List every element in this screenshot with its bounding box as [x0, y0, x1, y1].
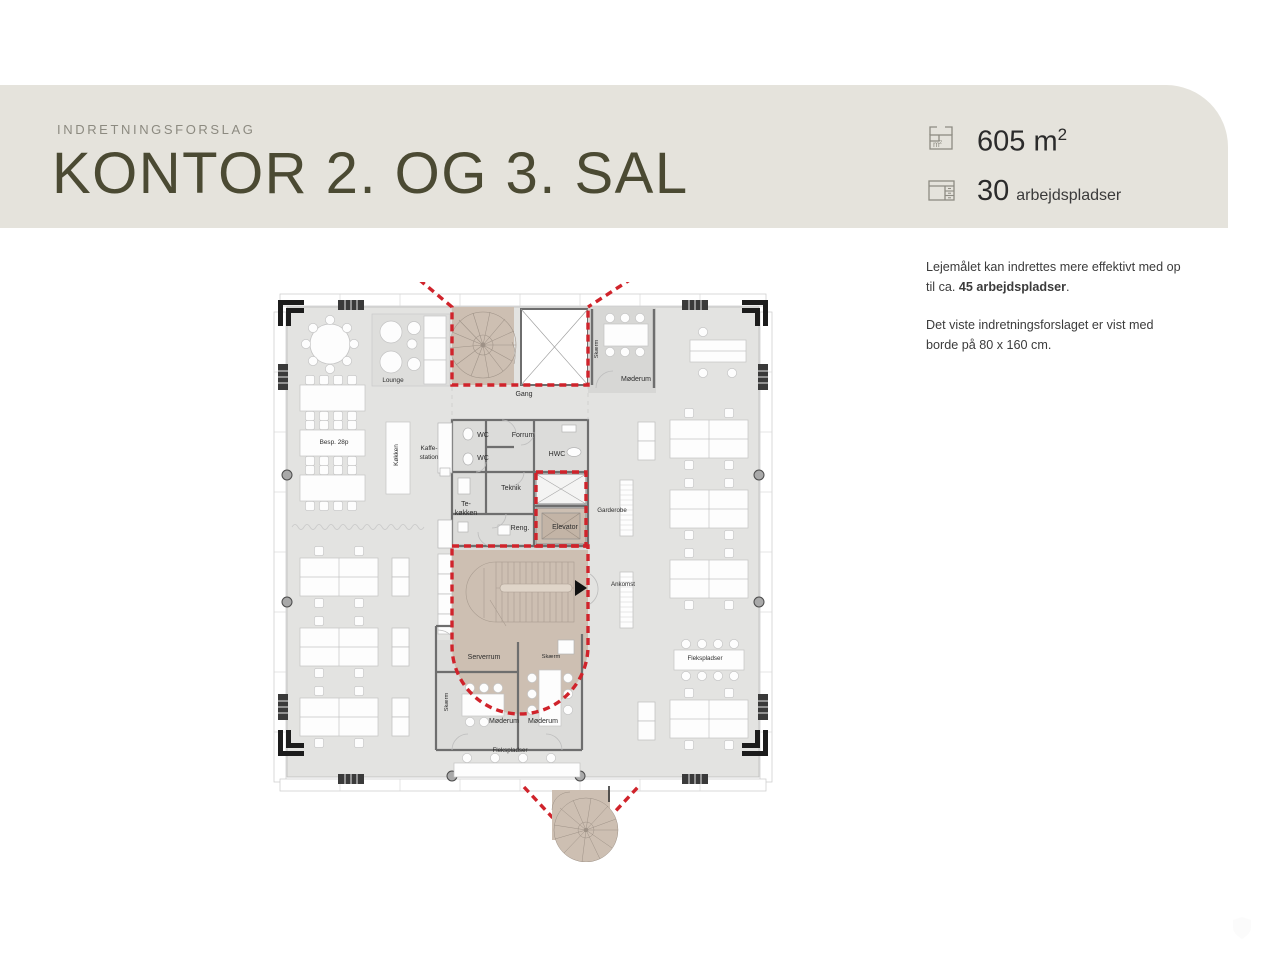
room-label-skaerm-left: Skærm	[444, 692, 450, 711]
stair-direction-arrow	[575, 580, 587, 596]
note-0-suffix: .	[1066, 279, 1070, 294]
notes-block: Lejemålet kan indrettes mere effektivt m…	[926, 258, 1181, 374]
note-1-prefix: Det viste indretningsforslaget er vist m…	[926, 318, 1154, 352]
metric-area-value: 605 m2	[977, 126, 1067, 157]
metric-seats-number: 30	[977, 174, 1010, 207]
garderobe-hatch	[620, 484, 633, 623]
room-label-moderum-top: Møderum	[621, 376, 651, 383]
metric-seats-value: 30 arbejdspladser	[977, 174, 1122, 207]
workstation-cluster-right-2	[669, 478, 749, 540]
escape-route[interactable]	[410, 282, 642, 819]
floor-area-icon: m 2	[925, 122, 963, 160]
moderum-br-furniture	[527, 669, 573, 727]
room-label-flekspladser-right: Flekspladser	[687, 655, 722, 662]
note-0-emphasis: 45 arbejdspladser	[958, 279, 1067, 294]
header-banner	[0, 85, 1228, 228]
room-label-te-kokken-line1: Te-	[461, 501, 471, 508]
room-label-forrum: Forrum	[512, 432, 535, 439]
corner-columns	[278, 300, 768, 756]
moderum-bl-door	[451, 733, 469, 751]
flekspladser-bottom-bench	[453, 753, 581, 778]
pilaster-hatching	[278, 300, 768, 784]
lift-shaft-top-cross	[520, 308, 589, 386]
workstation-right-top-single	[689, 327, 747, 378]
metric-seats-unit: arbejdspladser	[1016, 186, 1122, 204]
room-label-teknik: Teknik	[501, 485, 521, 492]
note-1: Det viste indretningsforslaget er vist m…	[926, 316, 1181, 355]
metric-seats: 30 arbejdspladser	[925, 172, 1121, 210]
note-0: Lejemålet kan indrettes mere effektivt m…	[926, 258, 1181, 297]
elevator-cab-cross	[541, 512, 581, 540]
moderum-top-furniture	[603, 313, 649, 357]
room-label-besp-28p: Besp. 28p	[320, 439, 349, 446]
desk-icon	[925, 172, 963, 210]
storage-cabinets-right	[637, 421, 656, 741]
garderobe-rack	[619, 479, 634, 629]
room-label-wc-2: WC	[477, 455, 489, 462]
note-0-prefix: Lejemålet kan indrettes mere effektivt m…	[926, 260, 1181, 294]
room-label-skaerm-top: Skærm	[594, 339, 600, 358]
workstation-cluster-right-1	[669, 408, 749, 470]
room-label-elevator: Elevator	[552, 524, 578, 531]
besp-long-table-1	[299, 375, 366, 421]
core-doors	[475, 419, 535, 547]
moderum-top-door	[595, 370, 614, 389]
workstation-cluster-left-3	[299, 686, 379, 748]
facade-band	[273, 293, 773, 792]
curtain-divider	[291, 524, 425, 530]
room-label-gang: Gang	[515, 391, 532, 398]
besp-long-table-3	[299, 465, 366, 511]
metric-area-superscript: 2	[1057, 124, 1068, 144]
storage-cabinets-left	[391, 557, 410, 737]
workstation-cluster-right-4	[669, 688, 749, 750]
te-kokken-counters	[437, 422, 453, 549]
moderum-bl-furniture	[461, 683, 505, 727]
shaft-core-upper-cross	[535, 473, 587, 505]
workstation-cluster-left-1	[299, 546, 379, 608]
spiral-stair-top-icon	[449, 311, 517, 379]
room-label-lounge: Lounge	[382, 377, 404, 384]
metric-area: m 2 605 m2	[925, 122, 1067, 160]
room-label-kaffestation-line2: station	[420, 454, 439, 461]
room-label-skaerm-mid: Skærm	[542, 654, 561, 660]
svg-text:m: m	[933, 140, 940, 149]
watermark	[1232, 916, 1260, 940]
room-label-serverrum: Serverrum	[468, 654, 501, 661]
room-label-ankomst: Ankomst	[611, 581, 635, 588]
ankomst-door-swing	[589, 573, 599, 605]
header-eyebrow: INDRETNINGSFORSLAG	[57, 122, 256, 137]
bottom-spiral-stair-icon	[551, 791, 619, 862]
stair-side-cabinets	[437, 553, 453, 635]
room-label-garderobe: Garderobe	[597, 507, 627, 514]
metric-area-unit: m	[1033, 125, 1058, 158]
room-label-moderum-br: Møderum	[528, 718, 558, 725]
room-label-te-kokken-line2: køkken	[455, 510, 478, 517]
shield-icon	[1233, 917, 1251, 939]
svg-text:2: 2	[939, 140, 942, 146]
kitchen-island	[385, 421, 411, 495]
bottom-core-walls	[434, 624, 584, 752]
room-label-hwc: HWC	[549, 451, 566, 458]
moderum-br-door	[545, 733, 563, 751]
room-label-rengoring: Reng.	[511, 525, 530, 532]
main-stair-flights	[465, 561, 575, 627]
room-label-kaffestation-line1: Kaffe-	[421, 445, 438, 452]
room-label-kokken: Køkken	[393, 444, 400, 466]
lounge-furniture	[379, 315, 447, 385]
round-meeting-table	[301, 315, 359, 374]
moderum-br-screen	[557, 639, 575, 655]
room-label-flekspladser-bottom: Flekspladser	[492, 747, 527, 754]
room-label-moderum-bl: Møderum	[489, 718, 519, 725]
core-sanitary-fixtures	[457, 424, 582, 536]
metric-area-number: 605	[977, 125, 1026, 158]
workstation-cluster-left-2	[299, 616, 379, 678]
flekspladser-right-table	[673, 639, 745, 681]
besp-long-table-2	[299, 420, 366, 466]
workstation-cluster-right-3	[669, 548, 749, 610]
moderum-top-walls	[590, 309, 656, 388]
room-label-wc-1: WC	[477, 432, 489, 439]
page-title: KONTOR 2. OG 3. SAL	[52, 141, 689, 206]
